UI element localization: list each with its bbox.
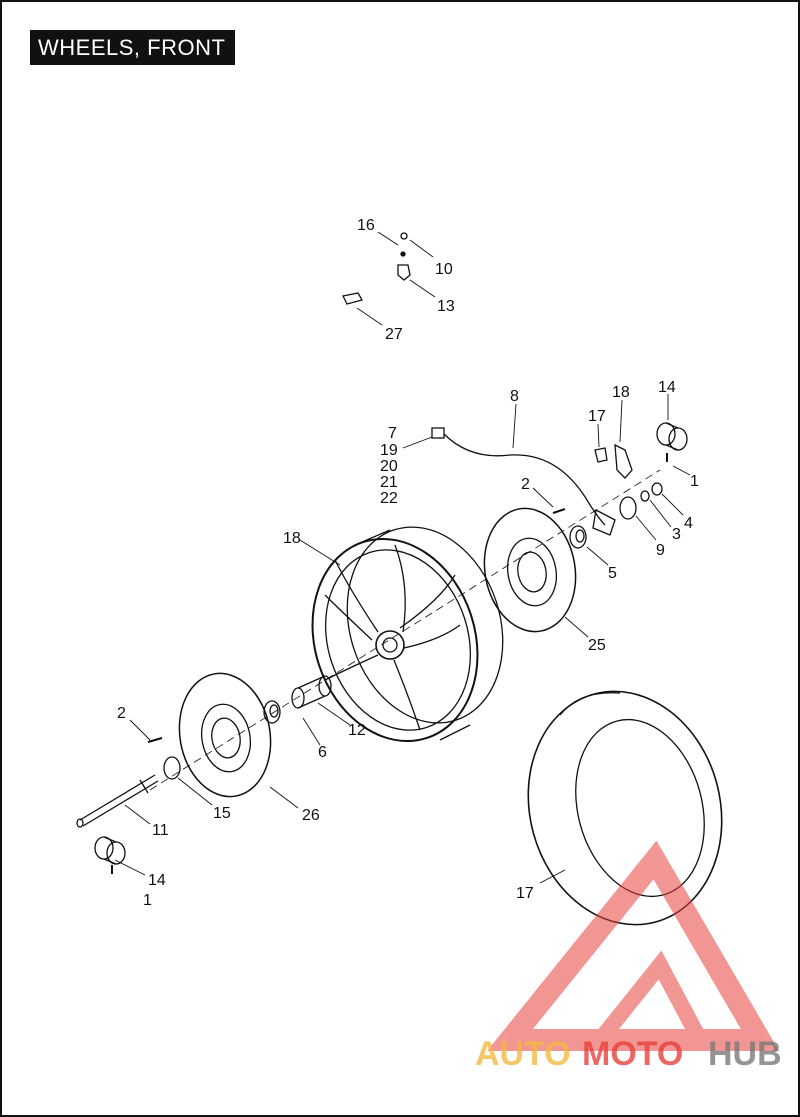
washer bbox=[640, 490, 650, 502]
rotor-screw-right bbox=[552, 508, 566, 514]
callout-13: 13 bbox=[437, 298, 455, 315]
bearing-right bbox=[569, 525, 587, 549]
callout-14-top: 14 bbox=[658, 379, 676, 396]
sensor-holder bbox=[614, 443, 633, 479]
callout-7: 7 bbox=[388, 425, 397, 442]
callout-8: 8 bbox=[510, 388, 519, 405]
watermark-auto: AUTO bbox=[475, 1035, 571, 1073]
brake-rotor-right bbox=[483, 507, 577, 633]
callout-23: 21 bbox=[380, 474, 398, 491]
callout-18: 18 bbox=[283, 530, 301, 547]
valve-cap bbox=[400, 232, 408, 240]
callout-9: 9 bbox=[656, 542, 665, 559]
watermark-hub: HUB bbox=[708, 1035, 782, 1073]
speed-sensor-cable bbox=[431, 427, 616, 536]
bearing-left bbox=[263, 700, 281, 724]
brake-rotor-left bbox=[178, 672, 272, 798]
callout-27: 27 bbox=[385, 326, 403, 343]
callout-25: 25 bbox=[588, 637, 606, 654]
callout-21: 19 bbox=[380, 442, 398, 459]
valve-core bbox=[400, 251, 406, 257]
callout-15: 15 bbox=[213, 805, 231, 822]
callout-5: 5 bbox=[608, 565, 617, 582]
watermark-moto: MOTO bbox=[582, 1035, 683, 1073]
callout-2-left: 2 bbox=[117, 705, 126, 722]
callout-19: 17 bbox=[588, 408, 606, 425]
callout-10: 10 bbox=[435, 261, 453, 278]
axle-spacer bbox=[163, 756, 181, 780]
axle-cap-top bbox=[656, 422, 688, 451]
valve-stem bbox=[397, 264, 411, 281]
callout-1-bottom: 1 bbox=[143, 892, 152, 909]
callout-20: 18 bbox=[612, 384, 630, 401]
clip bbox=[594, 447, 608, 463]
callout-26: 26 bbox=[302, 807, 320, 824]
callout-2-right: 2 bbox=[521, 476, 530, 493]
callout-16: 16 bbox=[357, 217, 375, 234]
axle-cap-bottom bbox=[94, 836, 126, 865]
callout-12: 12 bbox=[348, 722, 366, 739]
spacer bbox=[291, 675, 332, 709]
wheel bbox=[311, 526, 504, 743]
assembly-axis bbox=[149, 469, 661, 791]
callout-3: 3 bbox=[672, 526, 681, 543]
callout-14-bottom: 14 bbox=[148, 872, 166, 889]
callout-17: 17 bbox=[516, 885, 534, 902]
leader-lines bbox=[114, 231, 691, 884]
callout-6: 6 bbox=[318, 744, 327, 761]
callout-labels: 16 10 13 27 8 18 17 14 1 7 19 20 21 22 2… bbox=[117, 217, 699, 909]
callout-22: 20 bbox=[380, 458, 398, 475]
nut bbox=[651, 482, 663, 496]
watermark-logo bbox=[487, 840, 780, 1051]
callout-4: 4 bbox=[684, 515, 693, 532]
callout-24: 22 bbox=[380, 490, 398, 507]
watermark-text: AUTO MOTO HUB bbox=[475, 1035, 782, 1073]
callout-1-top: 1 bbox=[690, 473, 699, 490]
page-title: WHEELS, FRONT bbox=[30, 30, 235, 65]
sensor-bracket bbox=[619, 496, 637, 520]
callout-11: 11 bbox=[152, 822, 169, 839]
axle bbox=[76, 774, 159, 828]
balance-weight bbox=[342, 292, 363, 305]
rotor-screw-left bbox=[147, 737, 163, 743]
